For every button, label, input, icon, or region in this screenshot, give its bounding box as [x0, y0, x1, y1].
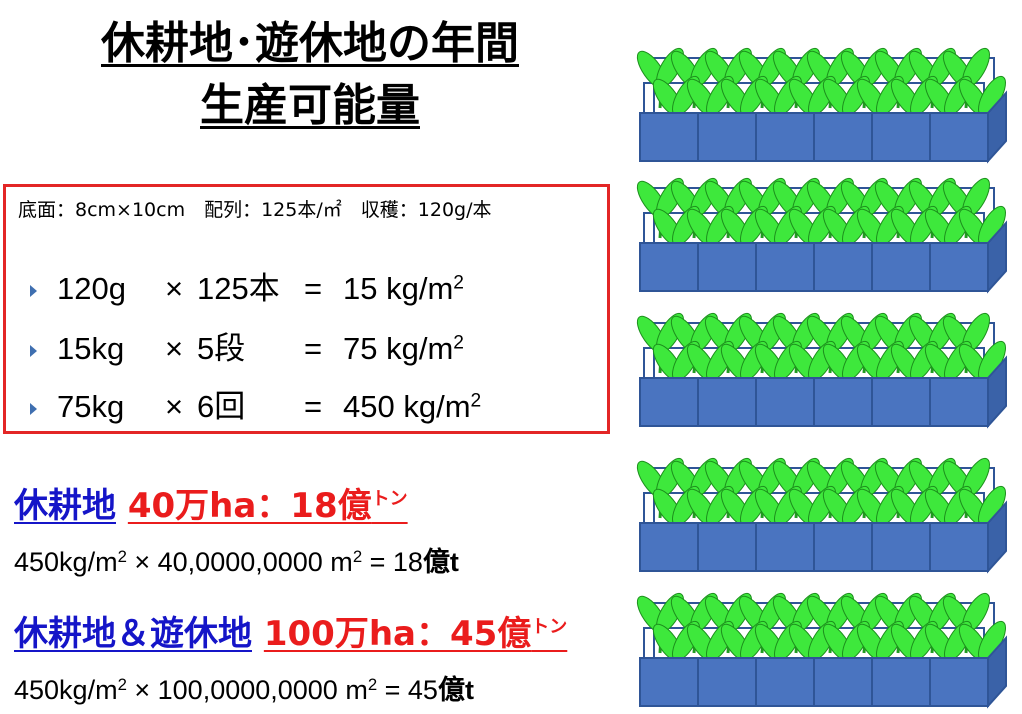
superscript: 2: [453, 332, 464, 354]
crate: [697, 112, 757, 162]
crate: [639, 242, 699, 292]
crate-side: [987, 635, 1007, 709]
superscript: 2: [117, 546, 127, 566]
eq-mid: × 40,0000,0000 m: [126, 547, 353, 577]
title-line-2: 生産可能量: [200, 80, 420, 131]
superscript: 2: [117, 674, 127, 694]
crate-side: [987, 355, 1007, 429]
calc-result: 75 kg/m: [343, 331, 454, 366]
times-sign: ×: [164, 331, 184, 366]
calc-result: 450 kg/m: [343, 389, 471, 424]
rack-tier: [636, 177, 1007, 294]
calc-result: 15 kg/m: [343, 271, 454, 306]
triangle-bullet-icon: [30, 402, 37, 415]
triangle-bullet-icon: [30, 344, 37, 357]
triangle-bullet-icon: [30, 284, 37, 297]
rack-tier: [636, 47, 1007, 164]
crate-side: [987, 220, 1007, 294]
section2-value-text: 100万ha：45億: [263, 614, 532, 654]
crate: [697, 242, 757, 292]
crate: [813, 377, 873, 427]
crate: [871, 657, 931, 707]
crate: [813, 522, 873, 572]
section1-value-text: 40万ha：18億: [127, 486, 372, 526]
eq-right: = 45: [377, 675, 438, 705]
superscript: 2: [453, 272, 464, 294]
crate: [755, 657, 815, 707]
section1-equation: 450kg/m2 × 40,0000,0000 m2 = 18億t: [14, 540, 459, 579]
rack-tier: [636, 592, 1007, 709]
crate-side: [987, 500, 1007, 574]
calc-operand-b: 125本: [197, 271, 280, 306]
superscript: 2: [367, 674, 378, 694]
eq-result-unit: 億t: [437, 675, 474, 705]
crate: [755, 522, 815, 572]
crate: [813, 657, 873, 707]
crate: [639, 522, 699, 572]
equals-sign: =: [303, 331, 323, 366]
calc-operand-a: 15kg: [57, 331, 125, 366]
crate: [929, 112, 989, 162]
crate: [639, 377, 699, 427]
section2-land-label: 休耕地＆遊休地: [14, 614, 252, 654]
crate: [929, 657, 989, 707]
crate: [929, 242, 989, 292]
calc-operand-b: 6回: [197, 389, 246, 424]
crate: [639, 657, 699, 707]
rack-tier: [636, 312, 1007, 429]
section1-unit: トン: [371, 488, 408, 510]
eq-result-unit: 億t: [422, 547, 459, 577]
superscript: 2: [470, 390, 482, 412]
calculation-row: 75kg × 6回 = 450 kg/m2: [30, 381, 481, 426]
crate-side: [987, 90, 1007, 164]
section2-value: 100万ha：45億トン: [264, 614, 567, 654]
crate: [871, 522, 931, 572]
stacked-vegetable-rack-illustration: [636, 47, 1007, 709]
superscript: 2: [352, 546, 363, 566]
section2-equation: 450kg/m2 × 100,0000,0000 m2 = 45億t: [14, 668, 474, 707]
rack-tier: [636, 457, 1007, 574]
eq-mid: × 100,0000,0000 m: [126, 675, 368, 705]
calc-operand-a: 75kg: [57, 389, 125, 424]
crate: [813, 112, 873, 162]
calc-operand-a: 120g: [57, 271, 126, 306]
times-sign: ×: [164, 271, 184, 306]
calculation-row: 15kg × 5段 = 75 kg/m2: [30, 323, 464, 368]
crate: [697, 657, 757, 707]
crate: [929, 522, 989, 572]
calc-operand-b: 5段: [197, 331, 246, 366]
crate: [871, 112, 931, 162]
equals-sign: =: [303, 389, 323, 424]
eq-left: 450kg/m: [14, 547, 118, 577]
crate: [697, 377, 757, 427]
section1-land-label: 休耕地: [14, 486, 116, 526]
section2-unit: トン: [531, 616, 568, 638]
calculation-row: 120g × 125本 = 15 kg/m2: [30, 263, 464, 308]
calculation-box: 底面：8cm×10cm 配列：125本/㎡ 収穫：120g/本 120g × 125…: [3, 184, 610, 434]
spec-text: 底面：8cm×10cm 配列：125本/㎡ 収穫：120g/本: [18, 199, 492, 221]
title-line-1: 休耕地･遊休地の年間: [101, 18, 519, 69]
crate: [813, 242, 873, 292]
section2-heading: 休耕地＆遊休地 100万ha：45億トン: [14, 606, 567, 655]
crate: [755, 112, 815, 162]
crate: [871, 242, 931, 292]
crate: [755, 377, 815, 427]
crate: [697, 522, 757, 572]
eq-left: 450kg/m: [14, 675, 118, 705]
crate: [871, 377, 931, 427]
crate: [755, 242, 815, 292]
crate: [639, 112, 699, 162]
times-sign: ×: [164, 389, 184, 424]
equals-sign: =: [303, 271, 323, 306]
crate: [929, 377, 989, 427]
eq-right: = 18: [362, 547, 423, 577]
section1-value: 40万ha：18億トン: [128, 486, 408, 526]
section1-heading: 休耕地 40万ha：18億トン: [14, 478, 408, 527]
